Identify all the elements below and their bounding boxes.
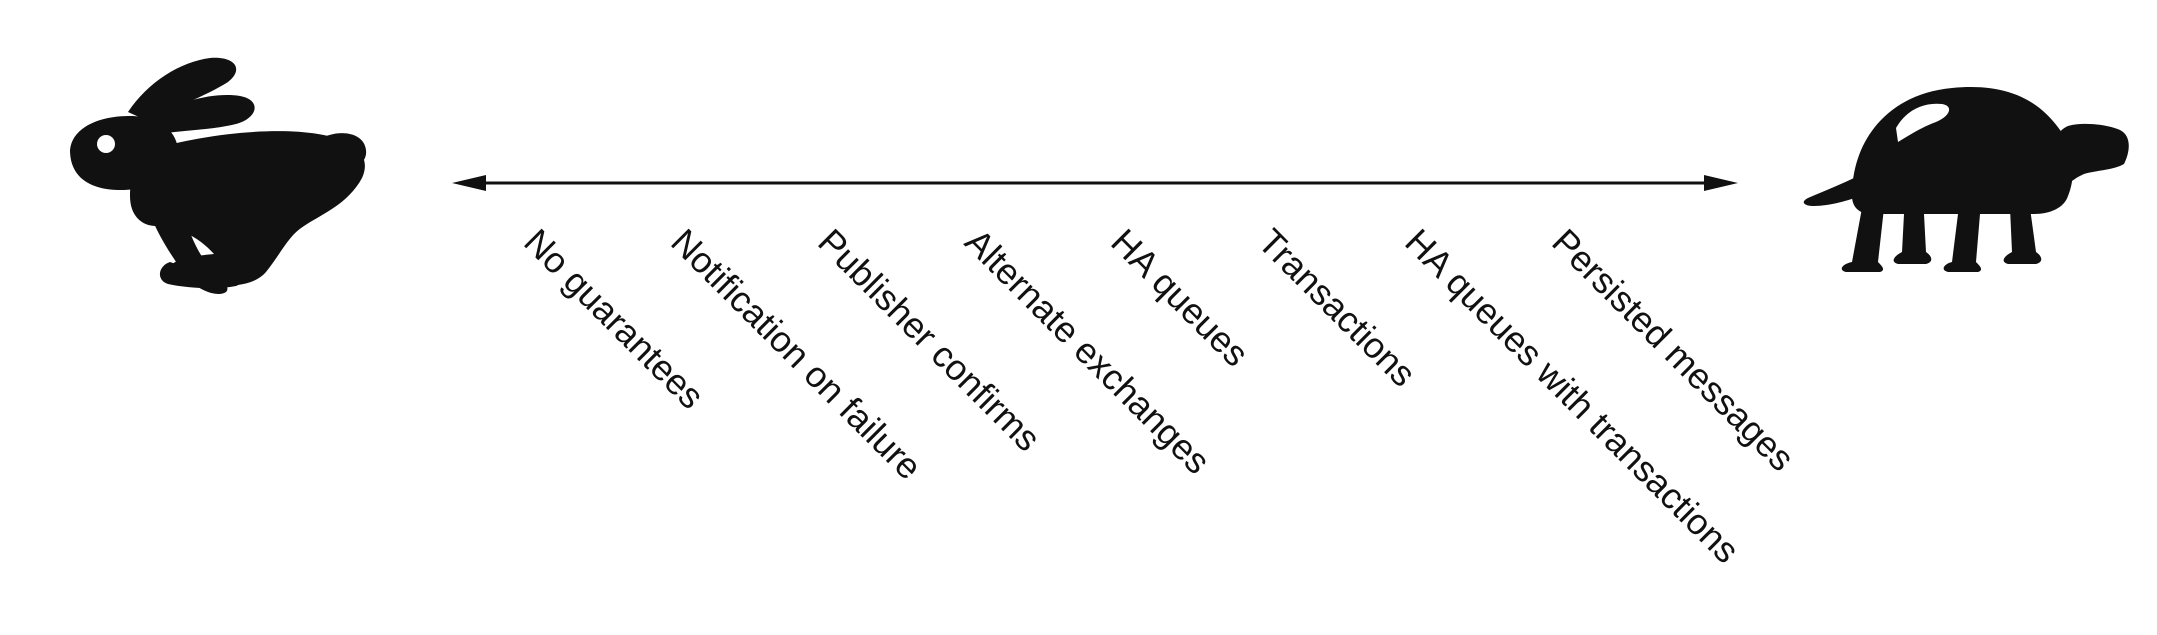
spectrum-arrow (452, 175, 1738, 191)
spectrum-label: Transactions (1250, 221, 1424, 395)
spectrum-label: Alternate exchanges (957, 221, 1218, 482)
arrow-head-left (452, 175, 486, 191)
rabbit-eye (97, 135, 115, 153)
arrow-head-right (1704, 175, 1738, 191)
spectrum-label: Persisted messages (1544, 221, 1802, 479)
turtle-shell-highlight (1896, 103, 1950, 142)
turtle-icon (1803, 87, 2129, 272)
spectrum-label: HA queues (1103, 221, 1257, 375)
spectrum-label: Notification on failure (663, 221, 930, 488)
rabbit-icon (70, 57, 367, 295)
spectrum-labels: No guarantees Notification on failure Pu… (516, 221, 1802, 571)
